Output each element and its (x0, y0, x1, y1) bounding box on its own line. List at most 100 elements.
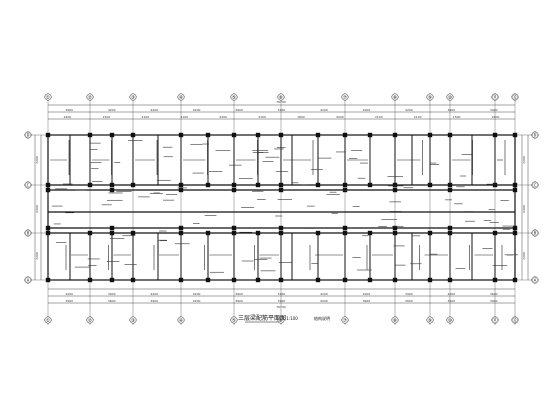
column-2-4 (178, 187, 184, 193)
column-5-3 (130, 277, 136, 283)
dim-top-1-4: 3900 (235, 108, 243, 112)
dim-bottom-1-2: 4200 (150, 292, 158, 296)
axis-bubble-bottom-9 (446, 316, 454, 324)
column-1-2 (109, 182, 115, 188)
axis-label-bottom-11: ⑫ (512, 317, 517, 324)
column-2-8 (278, 187, 284, 193)
dim-top-2-2: 2100 (141, 115, 149, 119)
overall-dimension-bottom: 76790 (276, 305, 286, 309)
axis-bubble-bottom-1 (86, 316, 94, 324)
dim-top-2-8: 2100 (375, 115, 383, 119)
annotation-mark-72 (429, 164, 440, 165)
column-1-3 (130, 182, 136, 188)
axis-label-top-5: ⑥ (279, 95, 284, 101)
axis-label-top-2: ③ (131, 95, 135, 101)
column-3-0 (45, 225, 51, 231)
axis-label-bottom-5: ⑥ (279, 318, 284, 324)
axis-bubble-side-0-2 (24, 229, 32, 237)
annotation-mark-21 (277, 199, 292, 200)
drawing-title: 三层梁配筋平面图 (238, 314, 286, 322)
annotation-mark-105 (192, 172, 204, 174)
column-5-11 (367, 277, 373, 283)
annotation-mark-104 (262, 161, 274, 162)
axis-label-side-0-1: Ⓒ (25, 182, 30, 189)
column-0-14 (447, 132, 453, 138)
annotation-mark-119 (163, 156, 173, 158)
column-4-10 (342, 230, 348, 236)
annotation-mark-26 (392, 226, 404, 228)
dim-top-1-0: 3900 (65, 108, 73, 112)
axis-bubble-top-5 (277, 93, 285, 101)
dim-top-1-5: 3900 (278, 108, 286, 112)
axis-bubble-top-8 (426, 93, 434, 101)
column-4-6 (231, 230, 237, 236)
annotation-mark-55 (278, 262, 292, 263)
annotation-mark-99 (445, 199, 452, 201)
annotation-mark-40 (276, 147, 286, 148)
column-4-8 (278, 230, 284, 236)
axis-bubble-top-0 (44, 93, 52, 101)
overall-dimension-top: 76790 (276, 100, 286, 104)
annotation-mark-42 (156, 179, 171, 181)
column-4-12 (392, 230, 398, 236)
axis-bubble-bottom-10 (491, 316, 499, 324)
column-4-14 (447, 230, 453, 236)
annotation-mark-60 (252, 150, 269, 151)
dim-bottom-1-7: 4200 (363, 292, 371, 296)
annotation-mark-114 (311, 263, 318, 264)
column-5-8 (278, 277, 284, 283)
annotation-mark-107 (352, 206, 360, 207)
annotation-mark-11 (500, 200, 509, 201)
axis-bubble-side-0-0 (24, 131, 32, 139)
annotation-mark-24 (175, 243, 190, 245)
dim-bottom-2-1: 3600 (108, 299, 116, 303)
column-5-6 (231, 277, 237, 283)
annotation-mark-25 (492, 265, 508, 266)
annotation-mark-92 (489, 222, 499, 223)
column-3-10 (342, 225, 348, 231)
dim-bottom-1-4: 3900 (235, 292, 243, 296)
axis-bubble-top-4 (230, 93, 238, 101)
axis-label-top-1: ② (88, 95, 93, 101)
axis-label-top-0: ① (46, 95, 51, 101)
annotation-mark-51 (190, 143, 203, 145)
annotation-mark-33 (265, 156, 280, 158)
annotation-mark-73 (241, 260, 254, 262)
annotation-mark-22 (257, 199, 266, 200)
dim-top-1-1: 4200 (108, 108, 116, 112)
annotation-mark-5 (158, 230, 167, 232)
annotation-mark-69 (228, 164, 242, 166)
drawing-note: 结构说明 (314, 315, 330, 321)
column-4-16 (512, 230, 518, 236)
axis-bubble-top-3 (177, 93, 185, 101)
annotation-mark-61 (304, 228, 315, 229)
annotation-mark-9 (138, 196, 150, 198)
column-1-6 (231, 182, 237, 188)
annotation-mark-58 (410, 263, 422, 265)
annotation-mark-12 (300, 184, 309, 186)
annotation-mark-0 (275, 215, 283, 217)
annotation-mark-88 (177, 187, 187, 189)
annotation-mark-101 (162, 146, 173, 148)
annotation-mark-52 (251, 190, 264, 192)
annotation-mark-85 (482, 248, 493, 249)
annotation-mark-59 (502, 225, 517, 227)
annotation-mark-80 (109, 238, 125, 239)
dim-bottom-1-5: 3900 (278, 292, 286, 296)
annotation-mark-106 (311, 169, 323, 170)
dim-bottom-1-6: 4200 (320, 292, 328, 296)
axis-bubble-bottom-4 (230, 316, 238, 324)
column-4-5 (205, 230, 211, 236)
column-4-0 (45, 230, 51, 236)
annotation-mark-43 (114, 162, 121, 163)
axis-label-bottom-4: ⑤ (232, 318, 236, 324)
annotation-mark-38 (89, 142, 101, 144)
column-1-15 (492, 182, 498, 188)
annotation-mark-19 (239, 231, 253, 233)
axis-bubble-side-1-3 (531, 276, 539, 284)
annotation-mark-95 (390, 211, 402, 212)
annotation-mark-65 (502, 228, 511, 230)
